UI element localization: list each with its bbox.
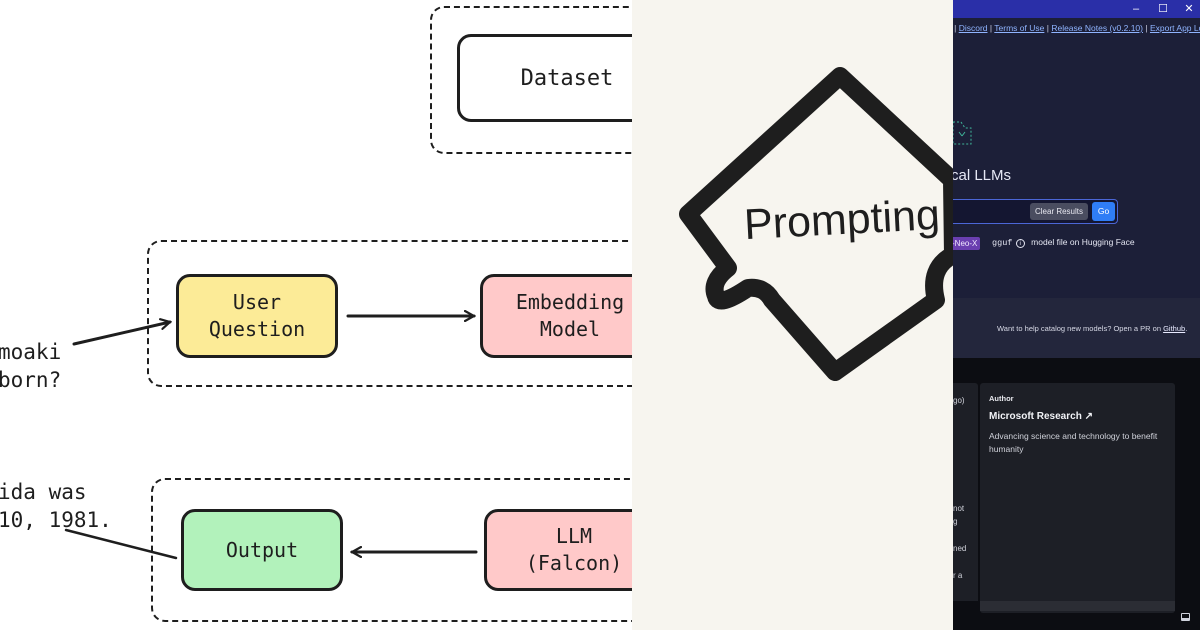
card-left-fragment-1: not bbox=[953, 504, 965, 513]
close-icon[interactable]: ✕ bbox=[1184, 3, 1194, 15]
architecture-tag[interactable]: -Neo-X bbox=[953, 237, 981, 250]
llm-falcon-node: LLM (Falcon) bbox=[484, 509, 632, 591]
app-screenshot-panel: – ☐ ✕ b | Discord | Terms of Use | Relea… bbox=[953, 0, 1200, 630]
author-description: Advancing science and technology to bene… bbox=[989, 431, 1158, 454]
gguf-label: gguf bbox=[992, 238, 1013, 248]
card-left-fragment-top: go) bbox=[953, 396, 965, 405]
prompting-logo-panel: Prompting bbox=[632, 0, 953, 630]
author-label: Author bbox=[989, 394, 1014, 403]
question-text-line-2: born? bbox=[0, 368, 62, 392]
title-bar bbox=[953, 0, 1200, 18]
footer-links: b | Discord | Terms of Use | Release Not… bbox=[953, 23, 1200, 34]
user-question-node: User Question bbox=[176, 274, 338, 358]
question-text-line-1: moaki bbox=[0, 340, 62, 364]
query-group bbox=[147, 240, 632, 387]
help-banner bbox=[953, 298, 1200, 358]
gguf-suffix: model file on Hugging Face bbox=[1031, 237, 1135, 247]
dataset-node: Dataset bbox=[457, 34, 632, 122]
page-heading: cal LLMs bbox=[953, 167, 1012, 184]
github-link[interactable]: Github bbox=[1163, 324, 1186, 333]
link-export-app-logs[interactable]: Export App Logs ↗ bbox=[1149, 23, 1200, 33]
dataset-group bbox=[430, 6, 632, 154]
output-to-answer-line bbox=[64, 528, 178, 560]
author-card bbox=[980, 383, 1175, 613]
card-scrollbar[interactable] bbox=[980, 601, 1175, 611]
output-node: Output bbox=[181, 509, 343, 591]
card-left-fragment-3: ned bbox=[953, 544, 967, 553]
prompting-logo-icon bbox=[679, 67, 953, 381]
prompting-word: Prompting bbox=[742, 190, 942, 250]
go-button[interactable]: Go bbox=[1092, 202, 1115, 221]
clear-results-button[interactable]: Clear Results bbox=[1030, 203, 1088, 220]
card-left-fragment-4: r a bbox=[953, 571, 963, 580]
help-text: Want to help catalog new models? Open a … bbox=[997, 324, 1187, 333]
question-arrow bbox=[72, 322, 170, 346]
answer-text-line-2: 10, 1981. bbox=[0, 508, 112, 532]
info-icon[interactable]: i bbox=[1015, 239, 1025, 248]
link-release-notes[interactable]: Release Notes (v0.2.10) bbox=[1051, 23, 1143, 33]
author-name-link[interactable]: Microsoft Research ↗ bbox=[989, 411, 1093, 422]
panel-toggle-icon[interactable] bbox=[1181, 613, 1190, 621]
rag-diagram-panel: Dataset User Question Embedding Model Ou… bbox=[0, 0, 632, 622]
maximize-icon[interactable]: ☐ bbox=[1158, 3, 1168, 15]
app-logo-icon bbox=[953, 121, 972, 145]
model-info-card bbox=[953, 383, 978, 601]
diagram-arrows bbox=[64, 0, 478, 560]
link-discord[interactable]: Discord bbox=[958, 23, 988, 33]
card-left-fragment-2: g bbox=[953, 517, 958, 526]
answer-text-line-1: ida was bbox=[0, 480, 87, 504]
link-terms-of-use[interactable]: Terms of Use bbox=[994, 23, 1045, 33]
help-text-period: . bbox=[1185, 324, 1188, 333]
gguf-hint: gguf i model file on Hugging Face bbox=[992, 237, 1135, 248]
minimize-icon[interactable]: – bbox=[1132, 3, 1140, 15]
help-text-body: Want to help catalog new models? Open a … bbox=[997, 324, 1161, 333]
embedding-model-node: Embedding Model bbox=[480, 274, 632, 358]
generation-group bbox=[151, 478, 632, 622]
